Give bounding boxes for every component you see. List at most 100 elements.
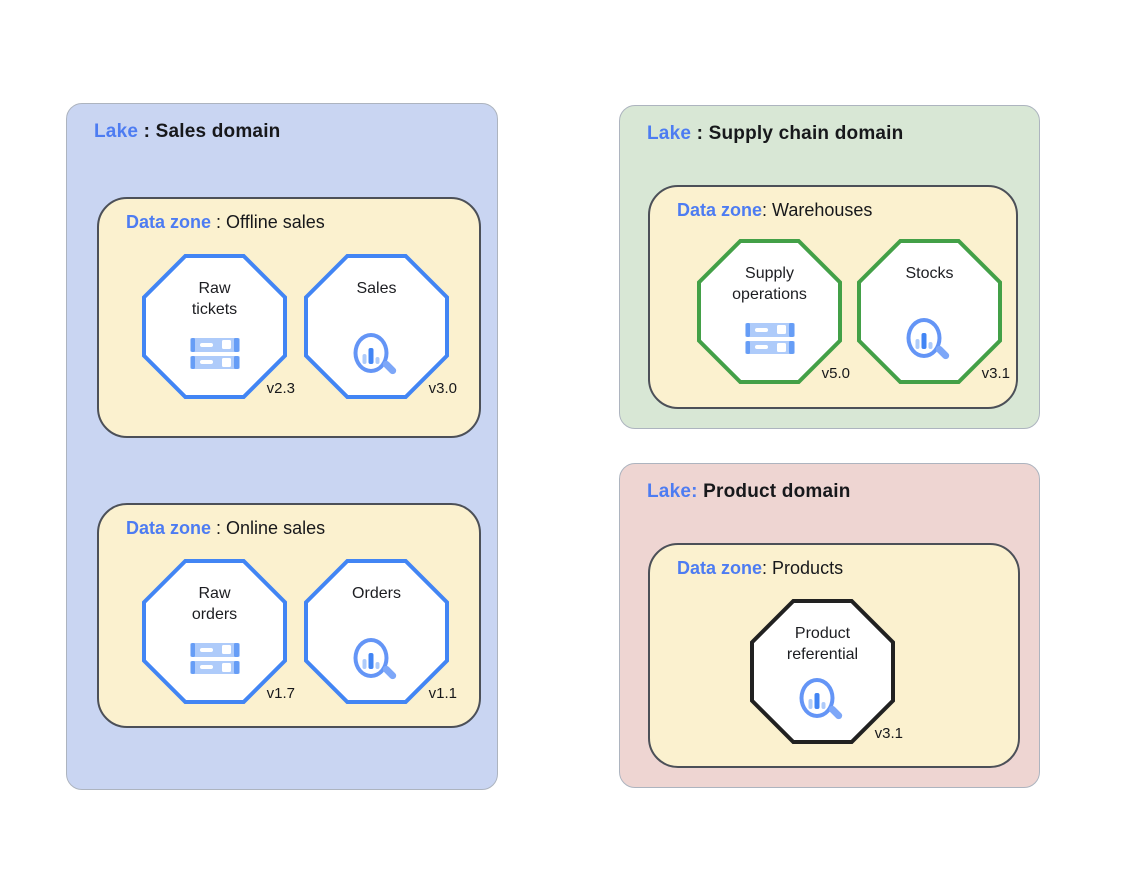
zone-online-title: Data zone : Online sales [126,518,325,539]
asset-supply-operations: Supply operations v5.0 [697,239,850,384]
data-zone-keyword: Data zone [677,558,763,578]
octagon-fill [308,563,445,700]
data-zone-keyword: Data zone [126,212,212,232]
asset-version: v1.1 [428,685,457,702]
asset-version: v2.3 [266,380,295,397]
chart-bar [375,662,379,669]
asset-version: v3.1 [981,365,1010,382]
data-zone-online-sales: Data zone : Online sales Raw orders v1.7… [97,503,481,728]
lake-sales-title: Lake : Sales domain [94,121,280,143]
lake-keyword: Lake: [647,481,698,502]
asset-label: Raw orders [191,585,238,623]
octagon-fill [754,603,891,740]
octagon-fill [146,258,283,395]
chart-bar [921,333,926,349]
data-zone-products: Data zone: Products Product referential … [648,543,1020,768]
magnifier-lens [353,333,388,373]
asset-version: v3.0 [428,380,457,397]
server-dash [199,360,213,365]
zone-products-title: Data zone: Products [677,558,843,579]
asset-raw-orders: Raw orders v1.7 [142,559,295,704]
server-bar [189,660,240,674]
search-analytics-icon [799,678,846,725]
asset-label: Stocks [905,265,954,282]
chart-bar [915,339,919,349]
chart-bar [362,659,366,669]
server-bar [189,355,240,369]
octagon-fill [146,563,283,700]
lake-name: : Supply chain domain [691,123,904,144]
chart-bar [808,699,812,709]
server-bar [744,340,795,354]
server-dash [754,327,768,332]
asset-label: Supply operations [732,265,807,303]
asset-raw-tickets: Raw tickets v2.3 [142,254,295,399]
server-dash [199,665,213,670]
server-dash [199,342,213,347]
asset-version: v5.0 [821,365,850,382]
data-zone-keyword: Data zone [677,200,763,220]
asset-orders: Orders v1.1 [304,559,457,704]
zone-warehouses-title: Data zone: Warehouses [677,200,872,221]
chart-bar [368,348,373,364]
chart-bar [928,342,932,349]
lake-supply-chain-domain: Lake : Supply chain domain Data zone: Wa… [619,105,1040,429]
zone-name: : Warehouses [762,200,873,220]
magnifier-handle [933,344,951,361]
lake-sales-domain: Lake : Sales domain Data zone : Offline … [66,103,498,790]
server-square [221,645,231,655]
zone-offline-title: Data zone : Offline sales [126,212,325,233]
magnifier-handle [380,359,398,376]
lake-name: Product domain [697,481,851,502]
asset-label: Raw tickets [191,280,238,318]
data-zone-warehouses: Data zone: Warehouses Supply operations … [648,185,1018,409]
lake-product-title: Lake: Product domain [647,481,851,503]
octagon-fill [861,243,998,380]
chart-bar [821,702,825,709]
server-square [776,325,786,335]
lake-name: : Sales domain [138,121,281,142]
search-analytics-icon [353,638,400,685]
zone-name: : Online sales [211,518,326,538]
magnifier-lens [353,638,388,678]
server-square [221,662,231,672]
zone-name: : Products [762,558,844,578]
server-bar [189,643,240,657]
data-zone-offline-sales: Data zone : Offline sales Raw tickets v2… [97,197,481,438]
search-analytics-icon [906,318,953,365]
chart-bar [375,357,379,364]
magnifier-handle [380,664,398,681]
server-dash [754,345,768,350]
server-icon [189,338,240,369]
asset-version: v1.7 [266,685,295,702]
asset-stocks: Stocks v3.1 [857,239,1010,384]
search-analytics-icon [353,333,400,380]
asset-sales: Sales v3.0 [304,254,457,399]
chart-bar [368,653,373,669]
chart-bar [362,354,366,364]
lake-product-domain: Lake: Product domain Data zone: Products… [619,463,1040,788]
asset-version: v3.1 [874,725,903,742]
octagon-fill [701,243,838,380]
chart-bar [814,693,819,709]
zone-name: : Offline sales [211,212,325,232]
octagon-fill [308,258,445,395]
asset-product-referential: Product referential v3.1 [750,599,903,744]
asset-label: Product referential [786,625,859,663]
server-bar [189,338,240,352]
server-icon [744,323,795,354]
server-icon [189,643,240,674]
server-bar [744,323,795,337]
data-zone-keyword: Data zone [126,518,212,538]
lake-supply-title: Lake : Supply chain domain [647,123,903,145]
server-square [776,342,786,352]
lake-keyword: Lake [94,121,139,142]
asset-label: Orders [352,585,401,602]
server-square [221,340,231,350]
asset-label: Sales [356,280,397,297]
server-dash [199,647,213,652]
magnifier-handle [826,704,844,721]
magnifier-lens [799,678,834,718]
magnifier-lens [906,318,941,358]
server-square [221,357,231,367]
